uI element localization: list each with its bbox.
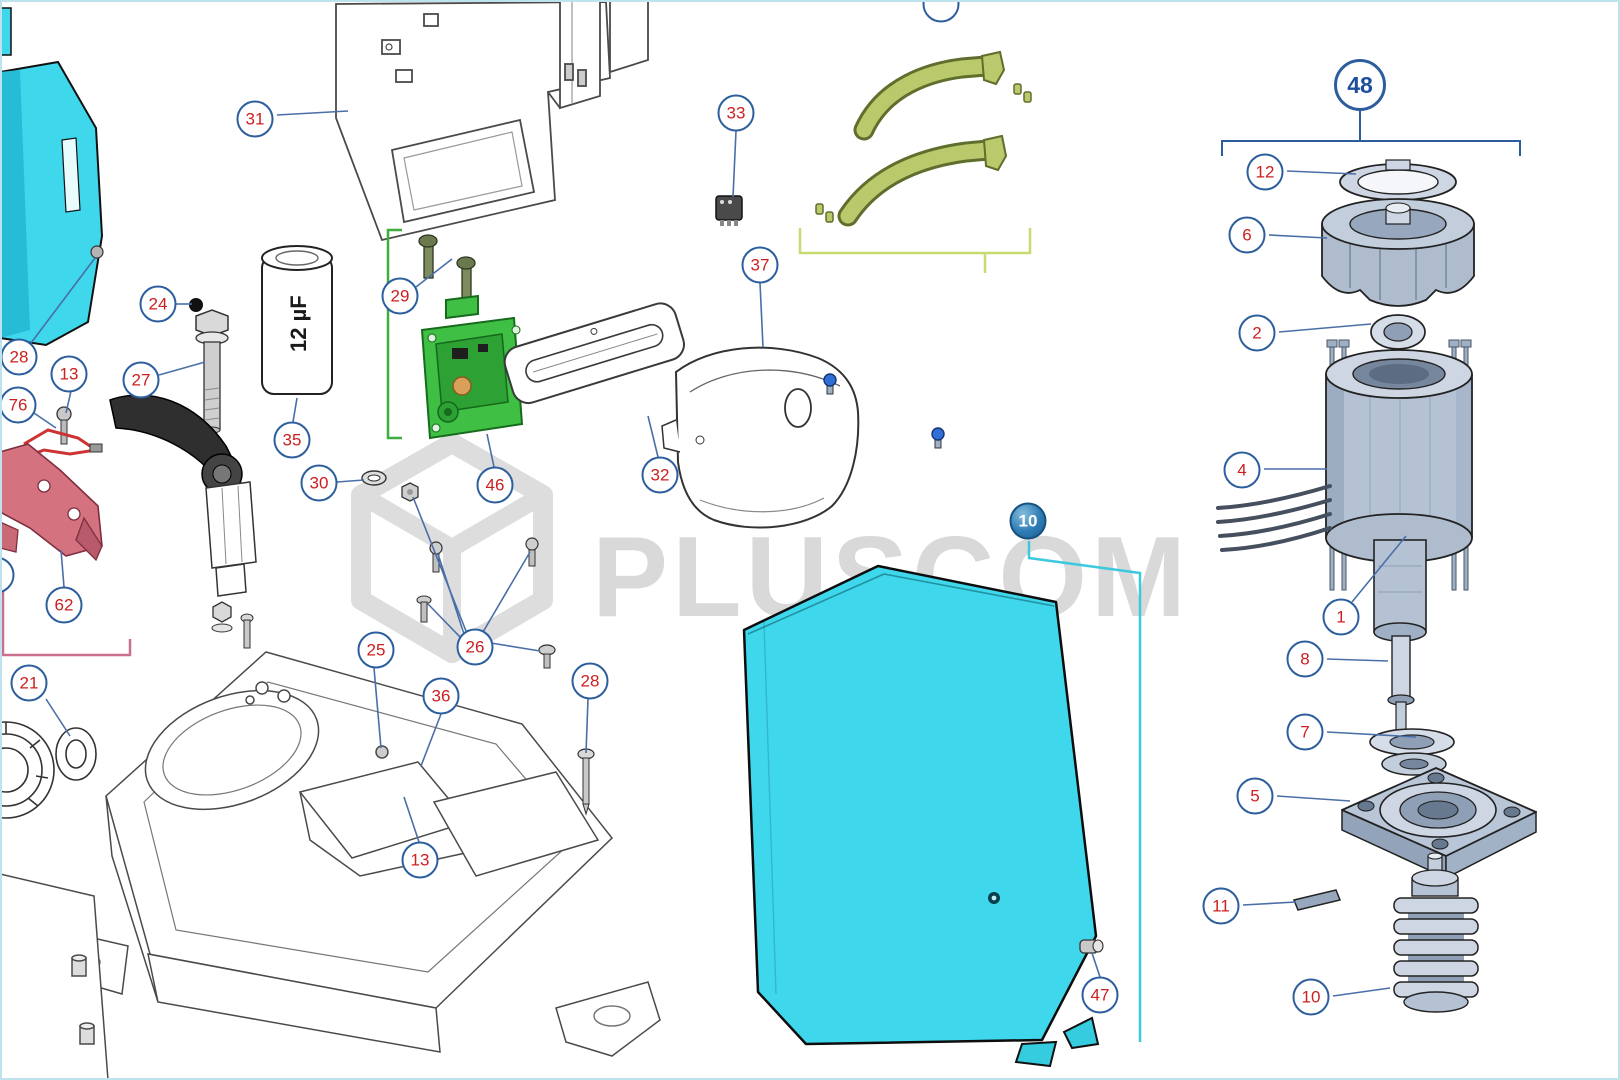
callout-13: 13	[401, 841, 439, 879]
part-gasket-plate	[503, 302, 685, 405]
part-screw-small-left	[56, 406, 72, 445]
leader-line	[65, 390, 72, 414]
callout-5: 5	[1236, 777, 1274, 815]
part-cover-shell	[661, 346, 860, 529]
callout-29: 29	[381, 277, 419, 315]
callout-47: 47	[1081, 976, 1119, 1014]
callout-33: 33	[717, 94, 755, 132]
leader-line	[33, 412, 57, 429]
callout-partial	[0, 556, 15, 594]
leader-line	[60, 549, 65, 588]
leader-line	[1326, 731, 1417, 738]
capacitor-label: 12 µF	[286, 295, 311, 352]
leader-line	[486, 433, 495, 468]
part-blue-screws	[823, 373, 945, 449]
leader-line	[732, 130, 737, 198]
part-red-bracket	[0, 443, 103, 562]
callout-48: 48	[1334, 59, 1386, 111]
callout-26: 26	[456, 628, 494, 666]
part-release-lever	[109, 394, 257, 597]
callout-24: 24	[139, 285, 177, 323]
callout-28: 28	[571, 662, 609, 700]
part-red-wire	[23, 428, 103, 458]
callout-1: 1	[1322, 598, 1360, 636]
callout-46: 46	[476, 466, 514, 504]
callout-28: 28	[0, 338, 38, 376]
part-screws-green	[418, 234, 476, 301]
callout-21: 21	[10, 664, 48, 702]
part-nut-and-screw	[211, 601, 254, 649]
leader-line	[427, 603, 462, 639]
leader-line	[1221, 140, 1521, 156]
leader-line	[1278, 323, 1372, 333]
callout-6: 6	[1228, 216, 1266, 254]
leader-line	[482, 551, 531, 633]
leader-line	[412, 496, 467, 632]
leader-line	[386, 228, 402, 440]
leader-line	[1351, 535, 1407, 603]
leader-line	[437, 553, 465, 635]
leader-line	[798, 228, 1032, 255]
leader-line	[336, 479, 365, 483]
callout-10: 10	[1009, 502, 1047, 540]
callout-13: 13	[50, 355, 88, 393]
callout-32: 32	[641, 456, 679, 494]
leader-line	[1091, 952, 1101, 978]
callout-36: 36	[422, 677, 460, 715]
leader-line	[420, 713, 442, 767]
leader-line	[1027, 541, 1142, 1042]
part-metal-straps	[815, 50, 1032, 227]
callout-partial	[922, 0, 960, 23]
callout-62: 62	[45, 586, 83, 624]
callout-11: 11	[1202, 887, 1240, 925]
callout-4: 4	[1223, 451, 1261, 489]
part-motor-cover-left	[0, 60, 104, 347]
part-back-housing	[335, 0, 649, 242]
callout-30: 30	[300, 464, 338, 502]
callout-7: 7	[1286, 713, 1324, 751]
leader-line	[415, 258, 453, 288]
callout-76: 76	[0, 386, 37, 424]
callout-37: 37	[741, 246, 779, 284]
leader-line	[1326, 658, 1389, 662]
part-connector-block	[715, 195, 743, 226]
part-bearing-gear-left	[0, 721, 97, 819]
part-capacitor: 12 µF	[261, 245, 333, 395]
callout-2: 2	[1238, 314, 1276, 352]
leader-line	[30, 257, 96, 344]
part-chassis-base	[0, 651, 661, 1080]
callout-25: 25	[357, 631, 395, 669]
leader-line	[373, 667, 382, 749]
leader-line	[158, 361, 206, 376]
leader-line	[1286, 170, 1357, 175]
leader-line	[490, 642, 541, 652]
leader-line	[759, 282, 764, 348]
leader-line	[647, 415, 659, 458]
leader-line	[1242, 901, 1297, 906]
leader-line	[1268, 234, 1328, 239]
leader-line	[403, 796, 420, 843]
part-hex-bolt	[195, 309, 229, 434]
part-long-screw	[577, 748, 595, 816]
leader-line	[585, 698, 589, 754]
callout-27: 27	[122, 361, 160, 399]
part-plug-dot	[189, 298, 203, 312]
callout-31: 31	[236, 100, 274, 138]
leader-line	[292, 397, 298, 423]
leader-line	[276, 110, 349, 116]
part-main-cover	[742, 564, 1104, 1068]
callout-8: 8	[1286, 640, 1324, 678]
part-bushing	[361, 470, 387, 486]
callout-35: 35	[273, 421, 311, 459]
callout-10: 10	[1292, 978, 1330, 1016]
leader-line	[45, 698, 71, 737]
leader-line	[1276, 795, 1351, 802]
callout-12: 12	[1246, 153, 1284, 191]
leader-line	[1, 566, 132, 657]
leader-line	[1332, 987, 1391, 997]
part-motor-assembly	[1216, 159, 1537, 1013]
